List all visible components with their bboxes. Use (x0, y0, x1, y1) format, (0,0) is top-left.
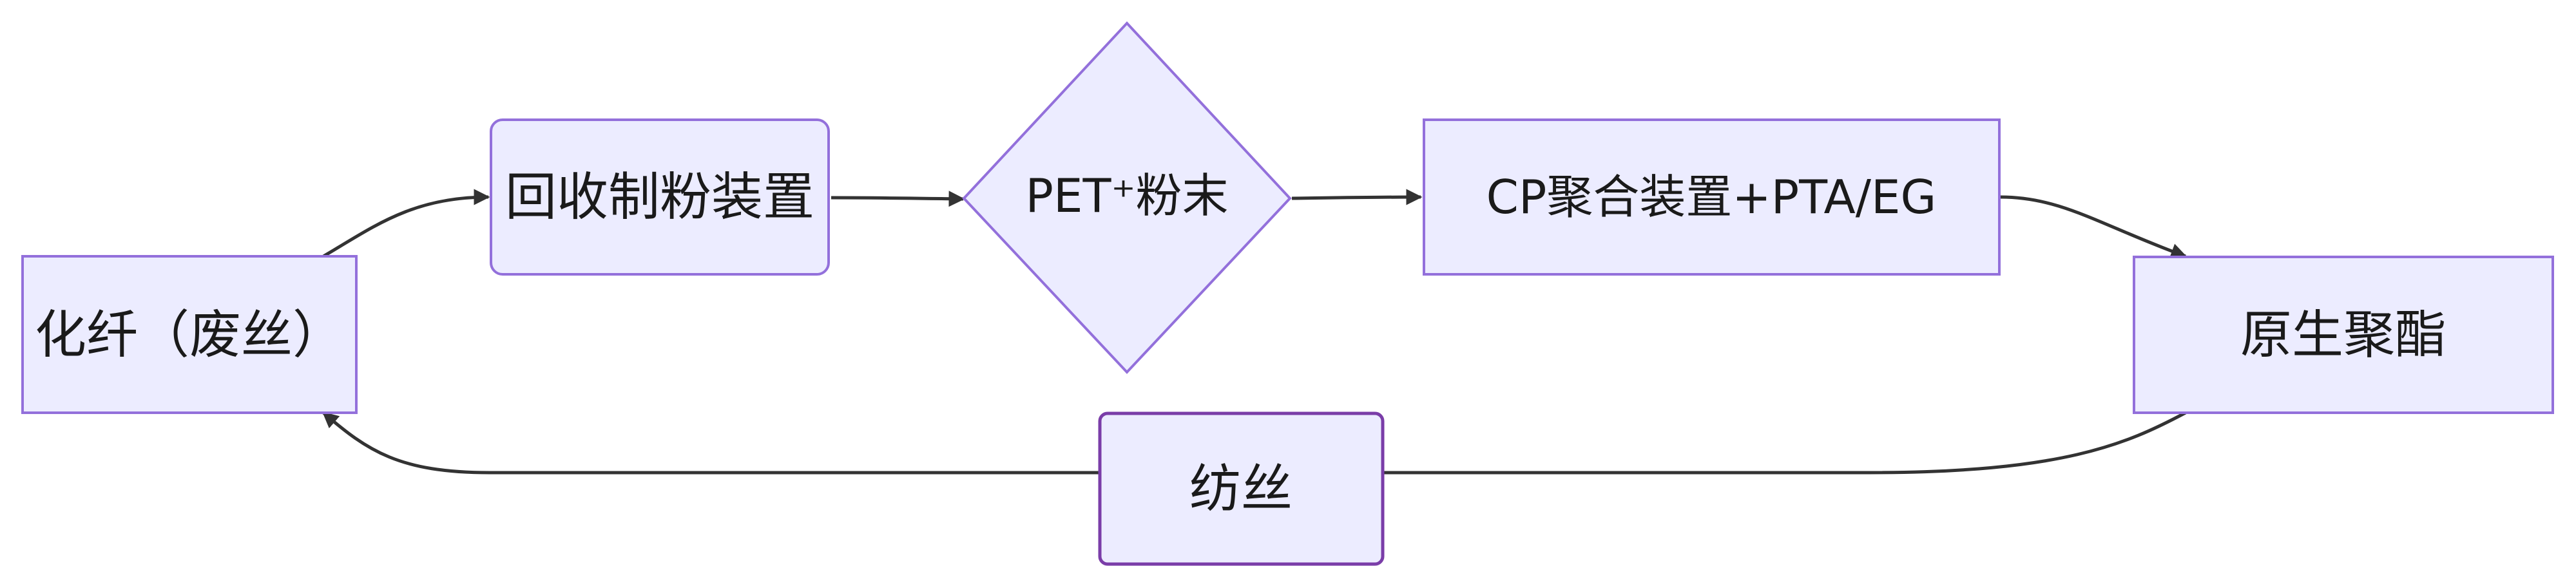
node-virgin-polyester-label: 原生聚酯 (2240, 305, 2446, 365)
edge-recycle-to-pet (831, 191, 965, 207)
node-recycle-powder-box (490, 118, 830, 276)
edge-pet-to-cp (1291, 189, 1423, 205)
node-spinning-label: 纺丝 (1189, 459, 1293, 519)
node-cp-polymer[interactable]: CP聚合装置+PTA/EG (1423, 118, 2001, 276)
node-spinning[interactable]: 纺丝 (1098, 411, 1385, 566)
node-virgin-polyester-box (2133, 256, 2554, 414)
edge-spinning-to-fiber (322, 411, 1100, 475)
node-virgin-polyester[interactable]: 原生聚酯 (2133, 256, 2554, 414)
node-recycle-powder[interactable]: 回收制粉装置 (490, 118, 830, 276)
node-spinning-box (1098, 411, 1385, 566)
node-fiber-waste[interactable]: 化纤（废丝） (21, 255, 358, 414)
node-fiber-waste-label: 化纤（废丝） (35, 305, 344, 365)
edge-virgin-to-spinning (1383, 411, 2187, 475)
node-pet-powder-label: PET⁺粉末 (1026, 169, 1229, 223)
node-recycle-powder-label: 回收制粉装置 (505, 167, 814, 227)
edge-fiber-to-recycle (322, 189, 490, 258)
node-fiber-waste-box (21, 255, 358, 414)
node-pet-powder[interactable]: PET⁺粉末 (962, 21, 1292, 374)
node-cp-polymer-box (1423, 118, 2001, 276)
edge-cp-to-virgin (2000, 195, 2187, 259)
node-pet-powder-diamond (962, 21, 1292, 374)
node-cp-polymer-label: CP聚合装置+PTA/EG (1486, 170, 1937, 224)
